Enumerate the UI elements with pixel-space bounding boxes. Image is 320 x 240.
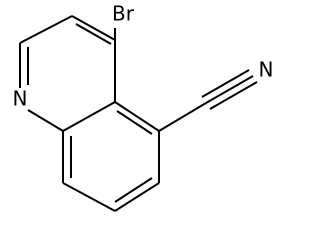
bromine-label: Br (112, 2, 135, 26)
structure-canvas: Br N N (12, 1, 274, 212)
bond-c7-c8 (62, 182, 116, 212)
nitrile-nitrogen-label: N (259, 58, 274, 82)
bond-n1-c8a (27, 109, 64, 132)
bond-c5-cn (158, 102, 207, 132)
bond-nitrile-triple-2 (201, 69, 250, 98)
bond-c3-c4-inner (75, 23, 112, 45)
bond-c2-c3 (19, 15, 73, 44)
bond-c4a-c5 (114, 101, 160, 132)
bond-c4a-c5-inner (116, 110, 153, 135)
bond-c6-c7 (114, 182, 160, 212)
quinoline-structure-drawing: Br N N (13, 2, 274, 212)
bond-c6-c7-inner (114, 177, 153, 203)
ring-nitrogen-label: N (13, 87, 28, 111)
bond-nitrile-triple-3 (209, 81, 258, 110)
bond-c3-c4 (71, 15, 116, 41)
bond-nitrile-triple-1 (205, 75, 254, 104)
bond-c4a-c8a (62, 101, 116, 132)
